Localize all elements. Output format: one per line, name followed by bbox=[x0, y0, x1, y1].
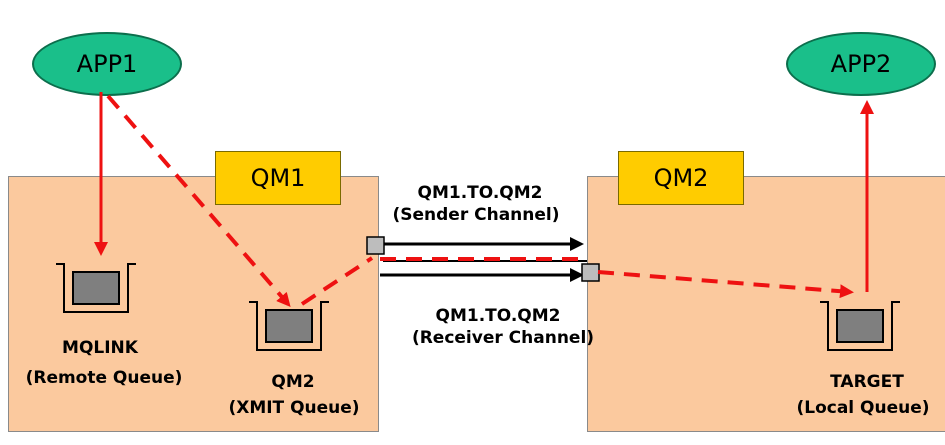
sender-channel-name: QM1.TO.QM2 bbox=[417, 183, 543, 203]
qm2-label: QM2 bbox=[618, 151, 744, 205]
local-queue-type: (Local Queue) bbox=[796, 398, 930, 418]
receiver-channel-name: QM1.TO.QM2 bbox=[435, 306, 561, 326]
receiver-channel-type: (Receiver Channel) bbox=[411, 328, 595, 348]
xmit-queue-name: QM2 bbox=[271, 372, 315, 392]
xmit-queue-icon bbox=[249, 301, 329, 351]
app1-node: APP1 bbox=[32, 32, 182, 96]
remote-queue-icon bbox=[56, 263, 136, 313]
receiver-channel-endpoint bbox=[581, 263, 600, 282]
local-queue-icon bbox=[820, 301, 900, 351]
message-path bbox=[106, 94, 854, 308]
sender-channel-endpoint bbox=[366, 236, 385, 255]
app2-node: APP2 bbox=[786, 32, 936, 96]
remote-queue-type: (Remote Queue) bbox=[25, 368, 183, 388]
xmit-queue-type: (XMIT Queue) bbox=[228, 398, 360, 418]
qm1-label: QM1 bbox=[215, 151, 341, 205]
local-queue-name: TARGET bbox=[830, 372, 904, 392]
qm2-box bbox=[587, 176, 945, 432]
sender-channel-type: (Sender Channel) bbox=[392, 205, 560, 225]
qm1-box bbox=[8, 176, 379, 432]
remote-queue-name: MQLINK bbox=[62, 338, 138, 358]
